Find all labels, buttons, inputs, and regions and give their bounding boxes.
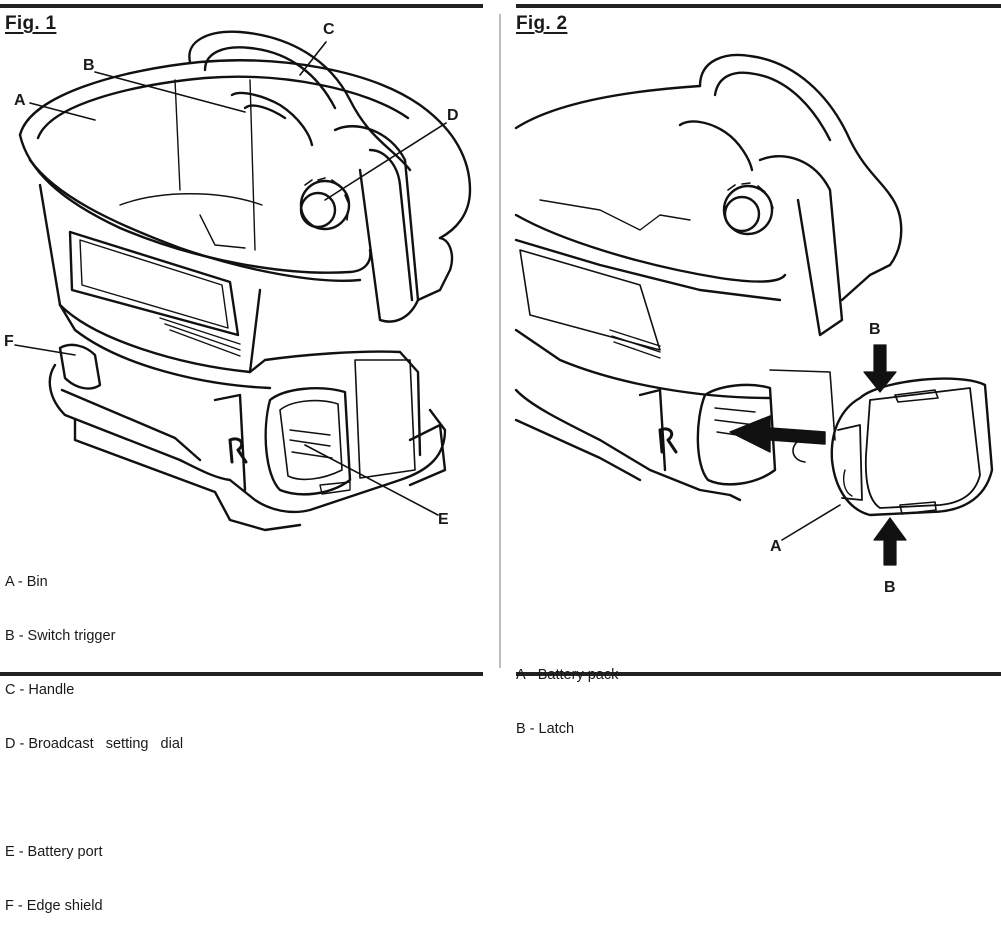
fig1-leader-f bbox=[14, 344, 76, 356]
fig1-legend-item: E - Battery port bbox=[5, 844, 103, 860]
fig1-leader-b bbox=[94, 71, 246, 113]
fig2-base bbox=[514, 388, 742, 502]
fig1-leader-c bbox=[299, 41, 327, 76]
fig1-battery-port bbox=[264, 387, 352, 496]
fig1-callout-a: A bbox=[14, 92, 26, 109]
fig2-setting-dial bbox=[722, 184, 774, 236]
fig1-legend-item: A - Bin bbox=[5, 574, 48, 590]
top-rule-left bbox=[0, 4, 483, 8]
fig1-callout-c: C bbox=[323, 21, 335, 38]
fig2-leader-a bbox=[781, 504, 841, 541]
fig2-bin-rim bbox=[514, 84, 702, 130]
fig1-bin-window bbox=[68, 230, 240, 337]
fig2-callout-b-top: B bbox=[869, 321, 881, 338]
fig2-side-tower bbox=[758, 155, 844, 337]
fig1-spreader-illustration bbox=[14, 30, 472, 532]
bottom-rule-right bbox=[516, 672, 1001, 676]
fig1-callout-d: D bbox=[447, 107, 459, 124]
fig2-battery-pack bbox=[792, 377, 994, 517]
fig1-edge-shield bbox=[58, 343, 102, 390]
fig2-handle bbox=[698, 53, 892, 197]
fig2-callout-b-bottom: B bbox=[884, 579, 896, 596]
bottom-rule-left bbox=[0, 672, 483, 676]
fig1-leader-d bbox=[324, 122, 447, 201]
fig1-bin-rim bbox=[18, 59, 472, 240]
fig1-leader-a bbox=[29, 102, 96, 121]
fig1-callout-f: F bbox=[4, 333, 14, 350]
fig2-title: Fig. 2 bbox=[516, 13, 568, 34]
fig2-legend-item: B - Latch bbox=[516, 721, 575, 737]
fig1-leader-e bbox=[304, 444, 439, 516]
fig1-bin-body bbox=[38, 183, 262, 374]
fig2-brand-logo bbox=[658, 427, 678, 454]
fig1-handle bbox=[188, 30, 412, 172]
column-separator bbox=[499, 14, 501, 668]
fig2-legend: A - Battery pack B - Latch bbox=[516, 630, 618, 756]
fig2-latch-arrow-bottom bbox=[873, 517, 907, 566]
top-rule-right bbox=[516, 4, 1001, 8]
fig1-legend-item: B - Switch trigger bbox=[5, 628, 116, 644]
fig1-brand-logo bbox=[228, 437, 248, 464]
fig2-callout-a: A bbox=[770, 538, 782, 555]
fig2-legend-item: A - Battery pack bbox=[516, 667, 619, 683]
fig1-side-tower bbox=[333, 125, 420, 323]
fig1-base bbox=[48, 363, 447, 514]
fig2-latch-arrow-top bbox=[863, 344, 897, 393]
fig1-legend-item: C - Handle bbox=[5, 682, 75, 698]
fig1-callout-b: B bbox=[83, 57, 95, 74]
fig2-battery-insertion-illustration bbox=[514, 53, 994, 566]
fig1-legend-item: D - Broadcast setting dial bbox=[5, 736, 184, 752]
fig1-title: Fig. 1 bbox=[5, 13, 57, 34]
fig2-battery-port bbox=[696, 383, 777, 486]
fig2-insert-arrow bbox=[729, 415, 826, 453]
fig1-legend-item: F - Edge shield bbox=[5, 898, 103, 914]
fig1-callout-e: E bbox=[438, 511, 449, 528]
fig1-bin-rim-inner bbox=[36, 75, 410, 140]
